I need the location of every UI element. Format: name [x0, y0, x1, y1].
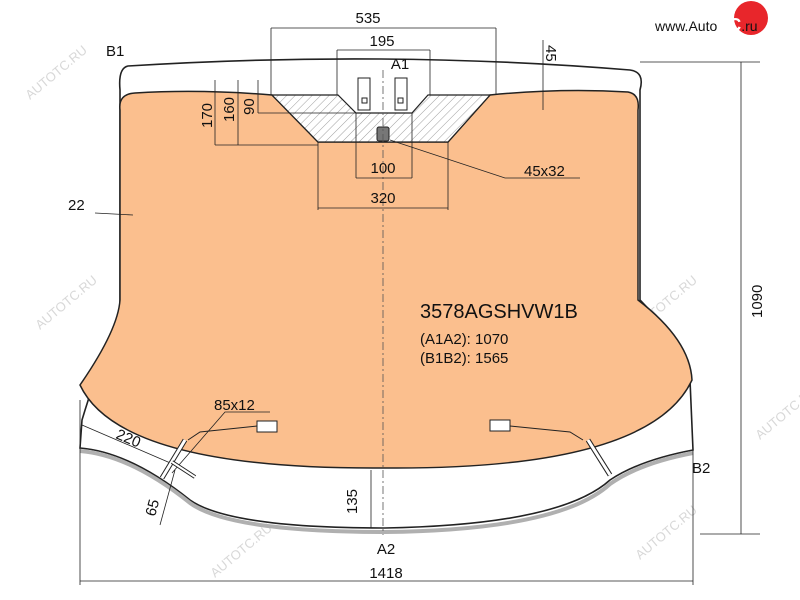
dimension-lines	[79, 27, 760, 585]
dim-sensor-size: 45x32	[524, 163, 565, 180]
dim-1418: 1418	[369, 565, 402, 582]
autotc-logo: www.AutoTC.ru	[654, 1, 768, 35]
dim-22: 22	[68, 197, 85, 214]
dim-135: 135	[344, 489, 361, 514]
tinted-area	[79, 89, 693, 469]
point-b1: B1	[106, 43, 124, 60]
mirror-bracket-right	[394, 77, 408, 111]
bracket-hole	[361, 97, 368, 104]
sensor-hatched-zone	[270, 94, 492, 143]
watermark-text: AUTOTC.RU	[207, 520, 275, 580]
glass-bottom-edge	[79, 449, 694, 535]
logo-badge	[734, 1, 768, 35]
point-a1: A1	[391, 56, 409, 73]
bracket-hole	[397, 97, 404, 104]
mirror-bracket-left	[357, 77, 371, 111]
dim-170: 170	[199, 103, 216, 128]
dim-160: 160	[221, 97, 238, 122]
dim-1090: 1090	[749, 285, 766, 318]
dim-heater: 85x12	[214, 397, 255, 414]
dim-535: 535	[355, 10, 380, 27]
watermark-text: AUTOTC.RU	[752, 382, 800, 442]
dim-320: 320	[370, 190, 395, 207]
wiper-heater	[159, 419, 613, 480]
dim-90: 90	[241, 98, 258, 115]
diagonal-b1b2: (B1B2): 1565	[420, 350, 508, 367]
point-a2: A2	[377, 541, 395, 558]
part-number: 3578AGSHVW1B	[420, 301, 578, 323]
dim-100: 100	[370, 160, 395, 177]
logo-text: www.AutoTC.ru	[654, 15, 758, 35]
watermark-text: AUTOTC.RU	[22, 42, 90, 102]
dim-45: 45	[542, 45, 559, 62]
dim-65: 65	[142, 498, 163, 519]
diagonal-a1a2: (A1A2): 1070	[420, 331, 508, 348]
dim-195: 195	[369, 33, 394, 50]
point-b2: B2	[692, 460, 710, 477]
watermark-text: AUTOTC.RU	[32, 272, 100, 332]
watermark-text: AUTOTC.RU	[632, 502, 700, 562]
